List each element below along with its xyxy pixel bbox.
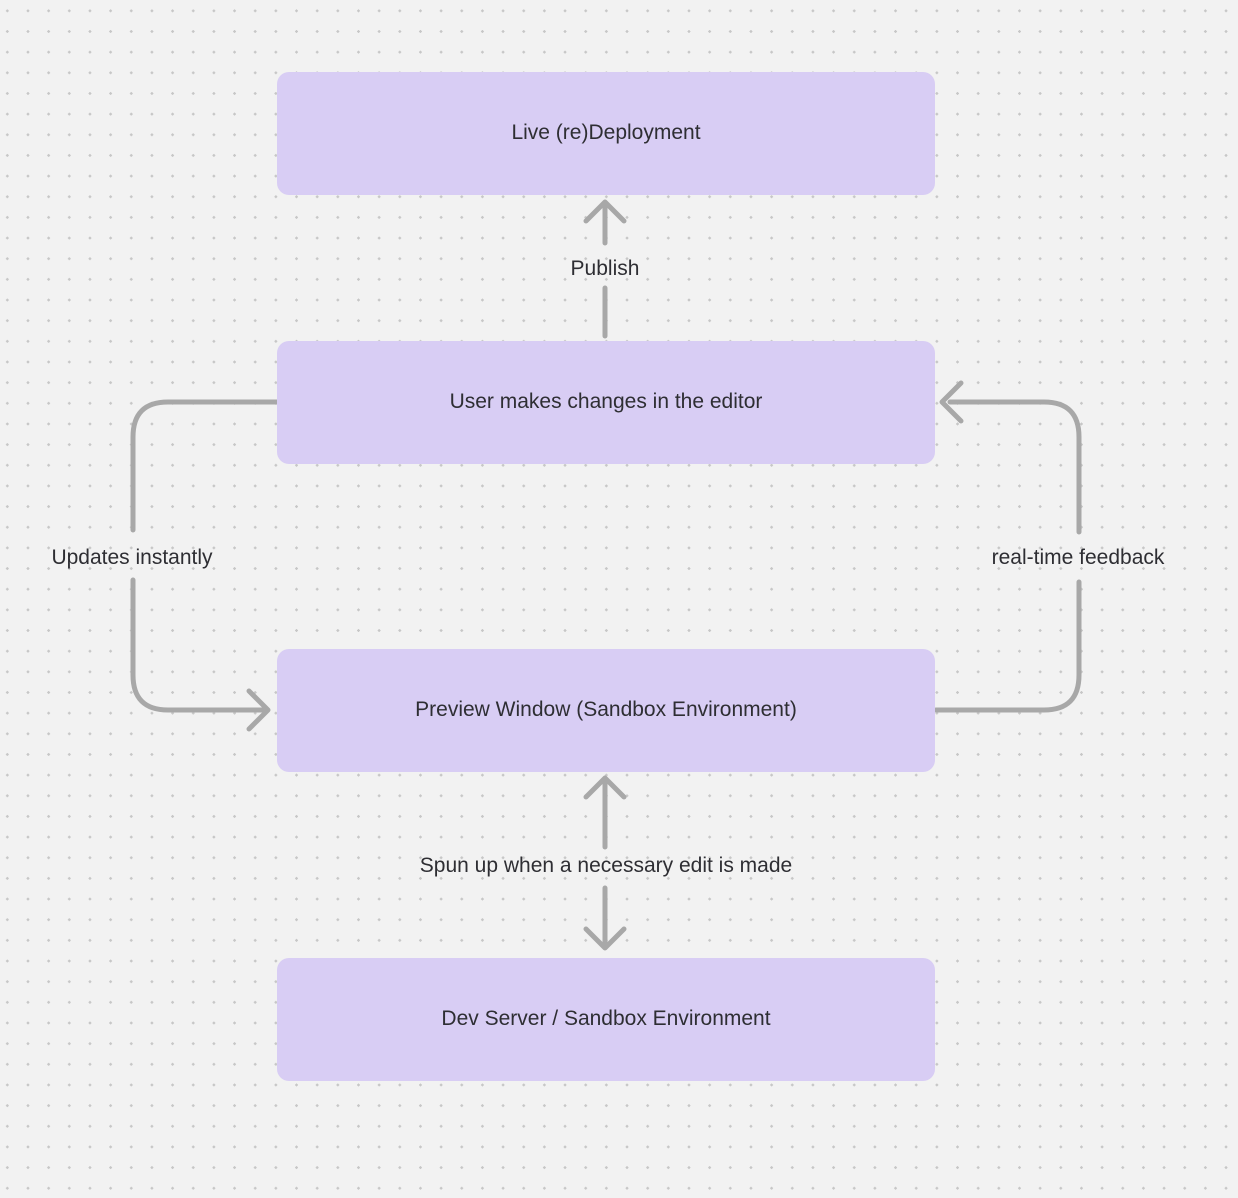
arrowhead-right-icon xyxy=(246,688,271,732)
node-live-redeployment[interactable]: Live (re)Deployment xyxy=(277,72,935,195)
arrowhead-left-icon xyxy=(939,380,964,424)
arrowhead-down-icon xyxy=(583,926,627,951)
node-user-edits[interactable]: User makes changes in the editor xyxy=(277,341,935,464)
edge-real-time-feedback-arrow[interactable] xyxy=(933,380,1082,713)
edge-label-publish[interactable]: Publish xyxy=(570,257,640,280)
node-dev-server[interactable]: Dev Server / Sandbox Environment xyxy=(277,958,935,1081)
edge-label-updates-instantly[interactable]: Updates instantly xyxy=(51,546,213,569)
edge-label-real-time-feedback[interactable]: real-time feedback xyxy=(991,546,1165,569)
edge-label-spun-up[interactable]: Spun up when a necessary edit is made xyxy=(419,854,793,877)
node-preview-window[interactable]: Preview Window (Sandbox Environment) xyxy=(277,649,935,772)
node-preview-window-label: Preview Window (Sandbox Environment) xyxy=(415,698,797,722)
edge-updates-instantly-arrow[interactable] xyxy=(130,399,282,732)
node-user-edits-label: User makes changes in the editor xyxy=(449,390,763,414)
node-dev-server-label: Dev Server / Sandbox Environment xyxy=(441,1007,771,1031)
edge-spun-up-arrow[interactable] xyxy=(583,775,627,951)
edge-publish-arrow[interactable] xyxy=(583,199,627,339)
node-live-redeployment-label: Live (re)Deployment xyxy=(511,121,701,145)
